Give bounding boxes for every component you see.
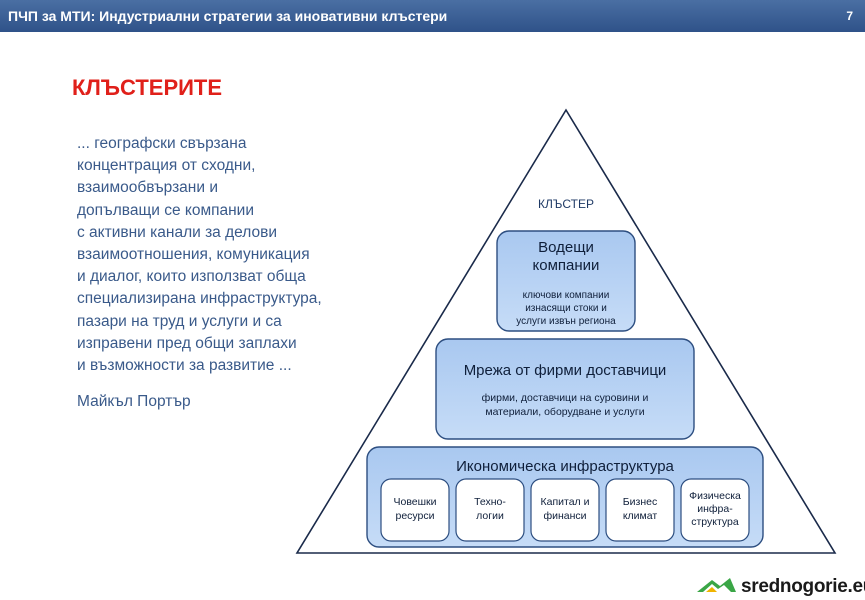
bottom-box-title: Икономическа инфраструктура (456, 458, 674, 475)
infrastructure-item-label: Капитал и (541, 496, 590, 508)
quote-line: концентрация от сходни, (77, 157, 256, 175)
infrastructure-item-label: инфра- (697, 503, 733, 515)
top-box-subtitle: услуги извън региона (516, 316, 616, 327)
top-box-title: Водещи (538, 239, 594, 256)
mountain-logo-icon (697, 578, 736, 592)
middle-box-title: Мрежа от фирми доставчици (464, 362, 667, 379)
infrastructure-item-label: структура (691, 516, 739, 528)
quote-line: и диалог, които използват обща (77, 268, 306, 286)
top-box: Водещи компании ключови компании изнасящ… (496, 230, 636, 332)
bottom-box: Икономическа инфраструктура Човешки ресу… (366, 446, 764, 548)
top-box-subtitle: ключови компании (523, 290, 610, 301)
middle-box: Мрежа от фирми доставчици фирми, доставч… (435, 338, 695, 440)
logo-text: srednogorie.eu (741, 576, 865, 597)
infrastructure-item: Техно- логии (455, 478, 525, 542)
slide-title: КЛЪСТЕРИТЕ (72, 75, 223, 100)
pyramid-label: КЛЪСТЕР (538, 197, 594, 211)
infrastructure-item-label: логии (476, 510, 504, 522)
header-title: ПЧП за МТИ: Индустриални стратегии за ин… (8, 8, 448, 24)
middle-box-subtitle: фирми, доставчици на суровини и (482, 392, 649, 404)
quote-line: изправени пред общи заплахи (77, 334, 297, 352)
middle-box-subtitle: материали, оборудване и услуги (485, 406, 644, 418)
infrastructure-item-label: финанси (543, 510, 586, 522)
quote-line: пазари на труд и услуги и са (77, 312, 282, 330)
quote-line: взаимоотношения, комуникация (77, 246, 310, 264)
infrastructure-item-label: Физическа (689, 490, 741, 502)
quote-line: специализирана инфраструктура, (77, 290, 322, 308)
infrastructure-item: Бизнес климат (605, 478, 675, 542)
top-box-subtitle: изнасящи стоки и (525, 303, 607, 314)
infrastructure-item-label: Човешки (393, 496, 436, 508)
quote-block: ... географски свързана концентрация от … (77, 133, 357, 413)
quote-line: допълващи се компании (77, 201, 254, 219)
header-bar: ПЧП за МТИ: Индустриални стратегии за ин… (0, 0, 865, 32)
infrastructure-item-label: Бизнес (623, 496, 657, 508)
quote-line: и възможности за развитие ... (77, 357, 292, 375)
quote-author: Майкъл Портър (77, 393, 191, 411)
infrastructure-item: Човешки ресурси (380, 478, 450, 542)
page-number: 7 (846, 9, 853, 23)
top-box-title: компании (533, 257, 600, 274)
infrastructure-item: Физическа инфра- структура (680, 478, 750, 542)
infrastructure-item-label: Техно- (474, 496, 506, 508)
infrastructure-item-label: ресурси (395, 510, 434, 522)
infrastructure-item-label: климат (623, 510, 658, 522)
quote-line: взаимообвързани и (77, 179, 218, 197)
quote-line: ... географски свързана (77, 135, 247, 152)
quote-line: с активни канали за делови (77, 223, 277, 241)
infrastructure-item: Капитал и финанси (530, 478, 600, 542)
